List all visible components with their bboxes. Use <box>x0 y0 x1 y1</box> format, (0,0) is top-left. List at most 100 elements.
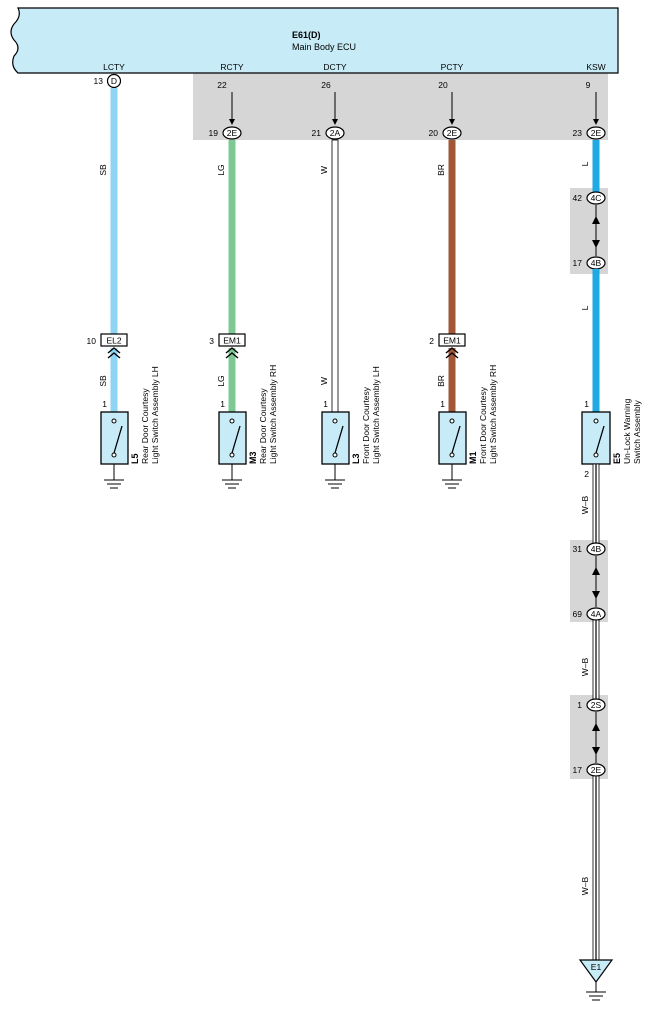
junction-upper-b-pin: 17 <box>573 258 583 268</box>
junction-upper-a-pin: 42 <box>573 193 583 203</box>
switch-m1-contact-top <box>449 418 455 424</box>
switch-l5-name-1: Rear Door Courtesy <box>140 388 150 464</box>
inline-connector-em1-fr <box>438 333 466 347</box>
wire-w <box>331 139 339 413</box>
inline-connector-em1-rh <box>218 333 246 347</box>
ecu-pin-dcty: 26 <box>321 80 331 90</box>
switch-m1-blade <box>451 425 461 454</box>
switch-m1-ref: M1 <box>468 451 478 464</box>
ecu-pin-lcty: 13 <box>94 76 104 86</box>
switch-l3-pin: 1 <box>323 399 328 409</box>
junction-upper-arrow-up <box>592 216 600 224</box>
top-connector-lg <box>222 126 242 140</box>
ecu-pin-ksw: 9 <box>586 80 591 90</box>
ecu-terminal-pins: 13 D 22 26 20 9 <box>94 73 591 90</box>
ksw-top-pin: 23 <box>573 128 583 138</box>
switch-e5-pin-top: 1 <box>584 399 589 409</box>
switch-l3-ref: L3 <box>351 453 361 464</box>
switch-m1: 1 M1 Front Door Courtesy Light Switch As… <box>438 365 498 489</box>
switch-e5-ref: E5 <box>612 453 622 464</box>
ecu-pin-rcty: 22 <box>217 80 227 90</box>
top-shaded-area <box>193 73 608 140</box>
wire-label-l-1: L <box>580 161 590 166</box>
top-connector-br <box>442 126 462 140</box>
switch-m3-pin: 1 <box>220 399 225 409</box>
switch-e5-name-2: Switch Assembly <box>632 399 642 464</box>
switch-e5-blade <box>595 425 605 454</box>
ground-point-e1-triangle <box>578 959 614 984</box>
wire-label-lg-upper: LG <box>216 164 226 175</box>
switch-l3-contact-top <box>332 418 338 424</box>
switch-m3-name-1: Rear Door Courtesy <box>258 388 268 464</box>
switch-m1-name-1: Front Door Courtesy <box>478 386 488 464</box>
top-connector-br-label: 2E <box>447 128 458 138</box>
inline-connector-el2 <box>100 333 128 347</box>
circuit-pcty: 20 2E BR BR 2 EM1 <box>429 92 466 412</box>
switch-l5-name-2: Light Switch Assembly LH <box>150 366 160 464</box>
ecu-connector-d <box>106 73 122 89</box>
inline-connector-el2-label: EL2 <box>106 336 121 346</box>
top-connector-w <box>325 126 345 140</box>
ecu-signal-rcty: RCTY <box>220 62 243 72</box>
junction-low-arrow-up <box>592 723 600 731</box>
junction-mid-arrow-up <box>592 567 600 575</box>
switch-m1-pin: 1 <box>440 399 445 409</box>
switch-l5-contact-top <box>111 418 117 424</box>
top-pin-br: 20 <box>429 128 439 138</box>
switch-m3-blade <box>231 425 241 454</box>
ecu-pin-pcty: 20 <box>438 80 448 90</box>
junction-upper-a <box>586 191 606 205</box>
top-pin-w: 21 <box>312 128 322 138</box>
switch-e5-contact-bottom <box>593 452 599 458</box>
wire-label-wb-1: W–B <box>580 495 590 514</box>
inline-chevron-el2 <box>107 347 121 359</box>
inline-pin-em1-rh: 3 <box>209 336 214 346</box>
shaded-connector-areas <box>193 73 608 779</box>
junction-mid-a-pin: 31 <box>573 544 583 554</box>
inline-connector-em1-rh-label: EM1 <box>223 336 241 346</box>
ground-icon <box>442 479 462 489</box>
switch-l5-blade <box>113 425 123 454</box>
switch-l5-pin: 1 <box>102 399 107 409</box>
switch-m3-name-2: Light Switch Assembly RH <box>268 365 278 464</box>
ground-icon <box>325 479 345 489</box>
switch-l3-name-2: Light Switch Assembly LH <box>371 366 381 464</box>
junction-mid-a-label: 4B <box>591 544 602 554</box>
wire-label-br-lower: BR <box>436 375 446 387</box>
wire-label-lg-lower: LG <box>216 375 226 386</box>
wire-label-sb-upper: SB <box>98 164 108 176</box>
switch-e5-name-1: Un-Lock Warning <box>622 398 632 464</box>
switch-m3-contact-top <box>229 418 235 424</box>
ksw-top-connector <box>586 126 606 140</box>
switch-l5-ref: L5 <box>130 453 140 464</box>
switch-m3: 1 M3 Rear Door Courtesy Light Switch Ass… <box>218 365 278 489</box>
junction-mid-b-label: 4A <box>591 609 602 619</box>
ecu-box: E61(D) Main Body ECU LCTY RCTY DCTY PCTY… <box>10 7 619 74</box>
wire-label-w-upper: W <box>319 166 329 174</box>
ecu-signal-ksw: KSW <box>586 62 605 72</box>
inline-chevron-em1-fr <box>445 347 459 359</box>
top-pin-lg: 19 <box>209 128 219 138</box>
wire-label-w-lower: W <box>319 377 329 385</box>
ecu-signal-pcty: PCTY <box>441 62 464 72</box>
switch-m3-contact-bottom <box>229 452 235 458</box>
switch-e5-contact-top <box>593 418 599 424</box>
ksw-top-connector-label: 2E <box>591 128 602 138</box>
inline-pin-em1-fr: 2 <box>429 336 434 346</box>
ecu-connector-d-label: D <box>111 76 117 86</box>
ecu-code: E61(D) <box>292 30 321 40</box>
wire-label-wb-2: W–B <box>580 657 590 676</box>
circuit-rcty: 19 2E LG LG 3 EM1 <box>209 92 246 412</box>
switch-l3: 1 L3 Front Door Courtesy Light Switch As… <box>321 366 381 489</box>
switch-l3-contact-bottom <box>332 452 338 458</box>
circuit-ksw: 23 2E L 42 4C 17 4B L 1 2 E5 Un-Lock War… <box>573 92 642 1001</box>
junction-low-a <box>586 698 606 712</box>
wire-wb-1 <box>592 463 600 545</box>
switch-l3-name-1: Front Door Courtesy <box>361 386 371 464</box>
ecu-outline <box>10 7 619 74</box>
switch-m1-contact-bottom <box>449 452 455 458</box>
ground-icon <box>222 479 242 489</box>
switch-l5: 1 L5 Rear Door Courtesy Light Switch Ass… <box>100 366 160 489</box>
wire-label-sb-lower: SB <box>98 375 108 387</box>
inline-connector-em1-fr-label: EM1 <box>443 336 461 346</box>
